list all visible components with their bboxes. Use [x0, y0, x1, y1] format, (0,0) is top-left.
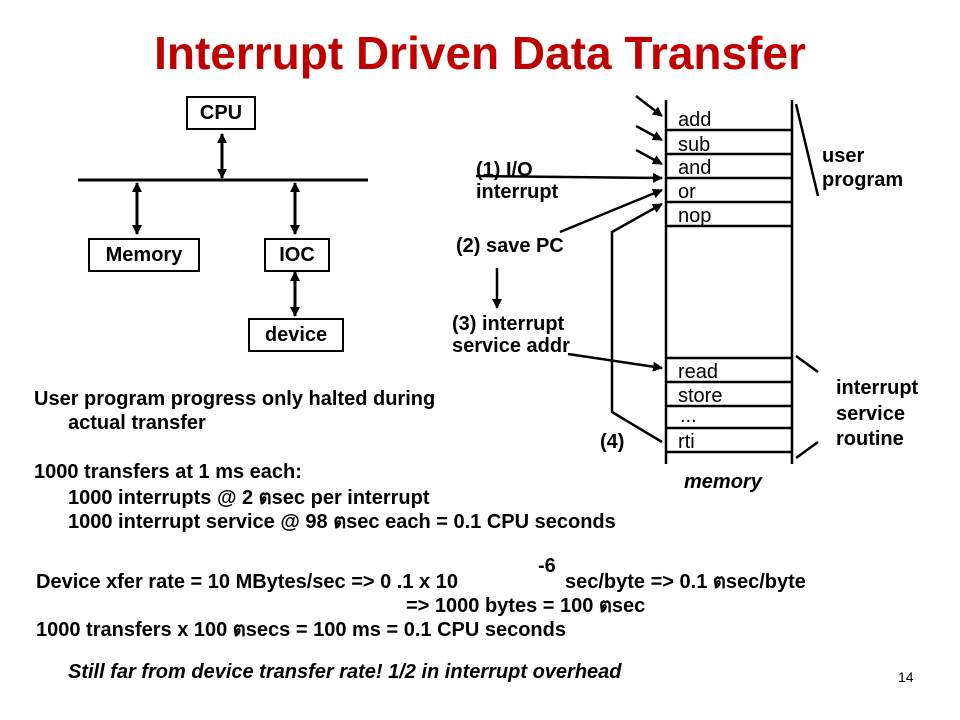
step3-label-line: (3) interrupt [452, 313, 565, 335]
memory-cell: store [678, 385, 723, 407]
step1-label-line: interrupt [476, 181, 559, 203]
step1-label-line: (1) I/O [476, 159, 533, 181]
paragraph-line: User program progress only halted during [34, 388, 436, 410]
memory-cell: sub [678, 134, 711, 156]
io-interrupt-arrow [475, 172, 663, 183]
step4-label: (4) [600, 431, 625, 453]
memory-box: Memory [88, 238, 200, 272]
paragraph-line: actual transfer [68, 412, 206, 434]
memory-cell: rti [678, 431, 695, 453]
paragraph-line: 1000 interrupts @ 2 ตsec per interrupt [68, 487, 430, 509]
user-program-bracket [794, 103, 820, 197]
pc-tick-arrow [635, 148, 663, 166]
step2-label: (2) save PC [456, 235, 564, 257]
ioc-box: IOC [264, 238, 330, 272]
page-number: 14 [898, 669, 914, 685]
cpu-label: CPU [199, 102, 243, 124]
memory-label: Memory [105, 244, 183, 266]
save-pc-arrow [559, 188, 663, 234]
paragraph-line: 1000 transfers x 100 ตsecs = 100 ms = 0.… [36, 619, 566, 641]
user-program-label-line: user [822, 145, 865, 167]
paragraph-line: 1000 transfers at 1 ms each: [34, 461, 302, 483]
device-box: device [248, 318, 344, 352]
isr-bracket [795, 354, 819, 374]
slide-title: Interrupt Driven Data Transfer [154, 27, 806, 79]
isr-label-line: service [836, 403, 905, 425]
service-addr-arrow [567, 352, 663, 372]
memory-cell: add [678, 109, 712, 131]
pc-tick-arrow [635, 124, 663, 142]
paragraph-line: 1000 interrupt service @ 98 ตsec each = … [68, 511, 616, 533]
exponent: -6 [538, 555, 556, 577]
memory-cell: nop [678, 205, 712, 227]
paragraph-line: Device xfer rate = 10 MBytes/sec => 0 .1… [36, 571, 458, 593]
cpu-box: CPU [186, 96, 256, 130]
isr-label-line: routine [836, 428, 904, 450]
user-program-label-line: program [822, 169, 904, 191]
device-label: device [264, 324, 328, 346]
return-path [610, 202, 663, 444]
conclusion-text: Still far from device transfer rate! 1/2… [68, 661, 622, 683]
step3-label-line: service addr [452, 335, 570, 357]
isr-label-line: interrupt [836, 377, 919, 399]
memory-cell: read [678, 361, 719, 383]
memory-cell: ... [680, 405, 697, 427]
paragraph-line: => 1000 bytes = 100 ตsec [406, 595, 646, 617]
paragraph-line: sec/byte => 0.1 ตsec/byte [565, 571, 806, 593]
memory-cell: and [678, 157, 712, 179]
memory-cell: or [678, 181, 696, 203]
pc-tick-arrow [635, 95, 663, 117]
ioc-label: IOC [279, 244, 315, 266]
memory-footer: memory [684, 471, 762, 493]
